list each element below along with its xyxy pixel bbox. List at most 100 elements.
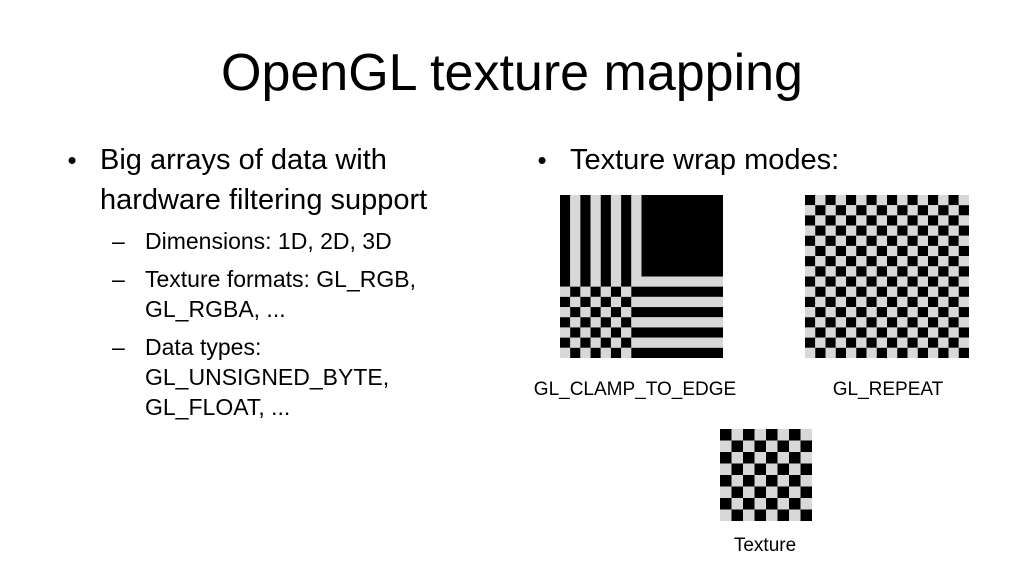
checker-cell [580,307,591,318]
slide-title: OpenGL texture mapping [221,44,803,102]
checker-cell [958,235,969,246]
horizontal-stripe [641,276,723,287]
checker-cell [720,486,732,498]
checker-cell [621,317,632,328]
checker-cell [570,317,581,328]
checker-cell [789,429,801,441]
checker-cell [917,317,928,328]
sub-item-text: Dimensions: 1D, 2D, 3D [145,228,392,254]
checker-cell [907,317,918,328]
checker-cell [800,509,812,521]
checker-cell [907,266,918,277]
checker-cell [876,296,887,308]
checker-cell [897,195,908,206]
checker-cell [590,347,601,358]
checker-cell [805,215,816,226]
checker-cell [631,317,642,328]
checker-cell [887,276,898,287]
checker-cell [731,463,743,475]
checker-cell [835,296,846,308]
checker-cell [621,276,632,287]
checker-cell [876,205,887,216]
checker-cell [600,337,611,348]
checker-cell [897,215,908,226]
checker-cell [600,347,611,358]
checker-cell [580,276,591,287]
checker-cell [789,486,801,498]
checker-cell [805,296,816,308]
checker-cell [590,317,601,328]
checker-cell [907,296,918,308]
checker-cell [731,440,743,452]
checker-cell [846,337,857,348]
checker-cell [560,317,571,328]
checker-cell [887,286,898,297]
checker-cell [876,276,887,287]
checker-cell [897,327,908,338]
checker-cell [815,327,826,338]
checker-cell [800,486,812,498]
checker-cell [958,286,969,297]
checker-cell [866,245,877,257]
checker-cell [907,225,918,236]
checker-cell [948,337,959,348]
checker-cell [928,276,939,287]
checker-cell [948,327,959,338]
checker-cell [805,205,816,216]
texture-caption: Texture [733,535,797,556]
vertical-stripe [631,195,642,277]
checker-cell [928,225,939,236]
checker-cell [815,296,826,308]
checker-cell [777,463,789,475]
checker-cell [846,286,857,297]
checker-cell [958,215,969,226]
checker-cell [610,317,622,328]
checker-cell [928,296,939,308]
checker-cell [800,429,812,441]
horizontal-stripe [641,337,723,348]
checker-cell [805,317,816,328]
checker-cell [938,245,949,257]
checker-cell [754,452,766,464]
checker-cell [887,317,898,328]
checker-cell [907,347,918,358]
checker-cell [754,498,766,510]
checker-cell [938,225,949,236]
checker-cell [600,307,611,318]
checker-cell [766,486,778,498]
checker-cell [917,266,928,277]
bullet-text: Big arrays of data with hardware filteri… [100,144,428,216]
checker-cell [631,347,642,358]
checker-cell [866,286,877,297]
checker-cell [835,317,846,328]
checker-cell [928,256,939,267]
checker-cell [876,347,887,358]
checker-cell [800,498,812,510]
checker-cell [876,337,887,348]
checker-cell [805,347,816,358]
checker-cell [610,276,622,287]
checker-cell [887,296,898,308]
checker-cell [958,347,969,358]
sub-list: – Dimensions: 1D, 2D, 3D – Texture forma… [60,226,480,422]
bullet-icon: • [67,145,77,175]
checker-cell [897,286,908,297]
checker-cell [570,337,581,348]
checker-cell [897,245,908,257]
checker-cell [580,296,591,308]
checker-cell [917,205,928,216]
horizontal-stripe [641,347,723,358]
checker-cell [805,286,816,297]
checker-cell [866,296,877,308]
checker-cell [938,286,949,297]
checker-cell [743,463,755,475]
checker-cell [938,256,949,267]
checker-cell [866,276,877,287]
dash-icon: – [112,266,125,292]
checker-cell [928,266,939,277]
checker-cell [887,337,898,348]
checker-cell [876,327,887,338]
checker-cell [570,327,581,338]
checker-cell [789,509,801,521]
checker-cell [825,266,836,277]
